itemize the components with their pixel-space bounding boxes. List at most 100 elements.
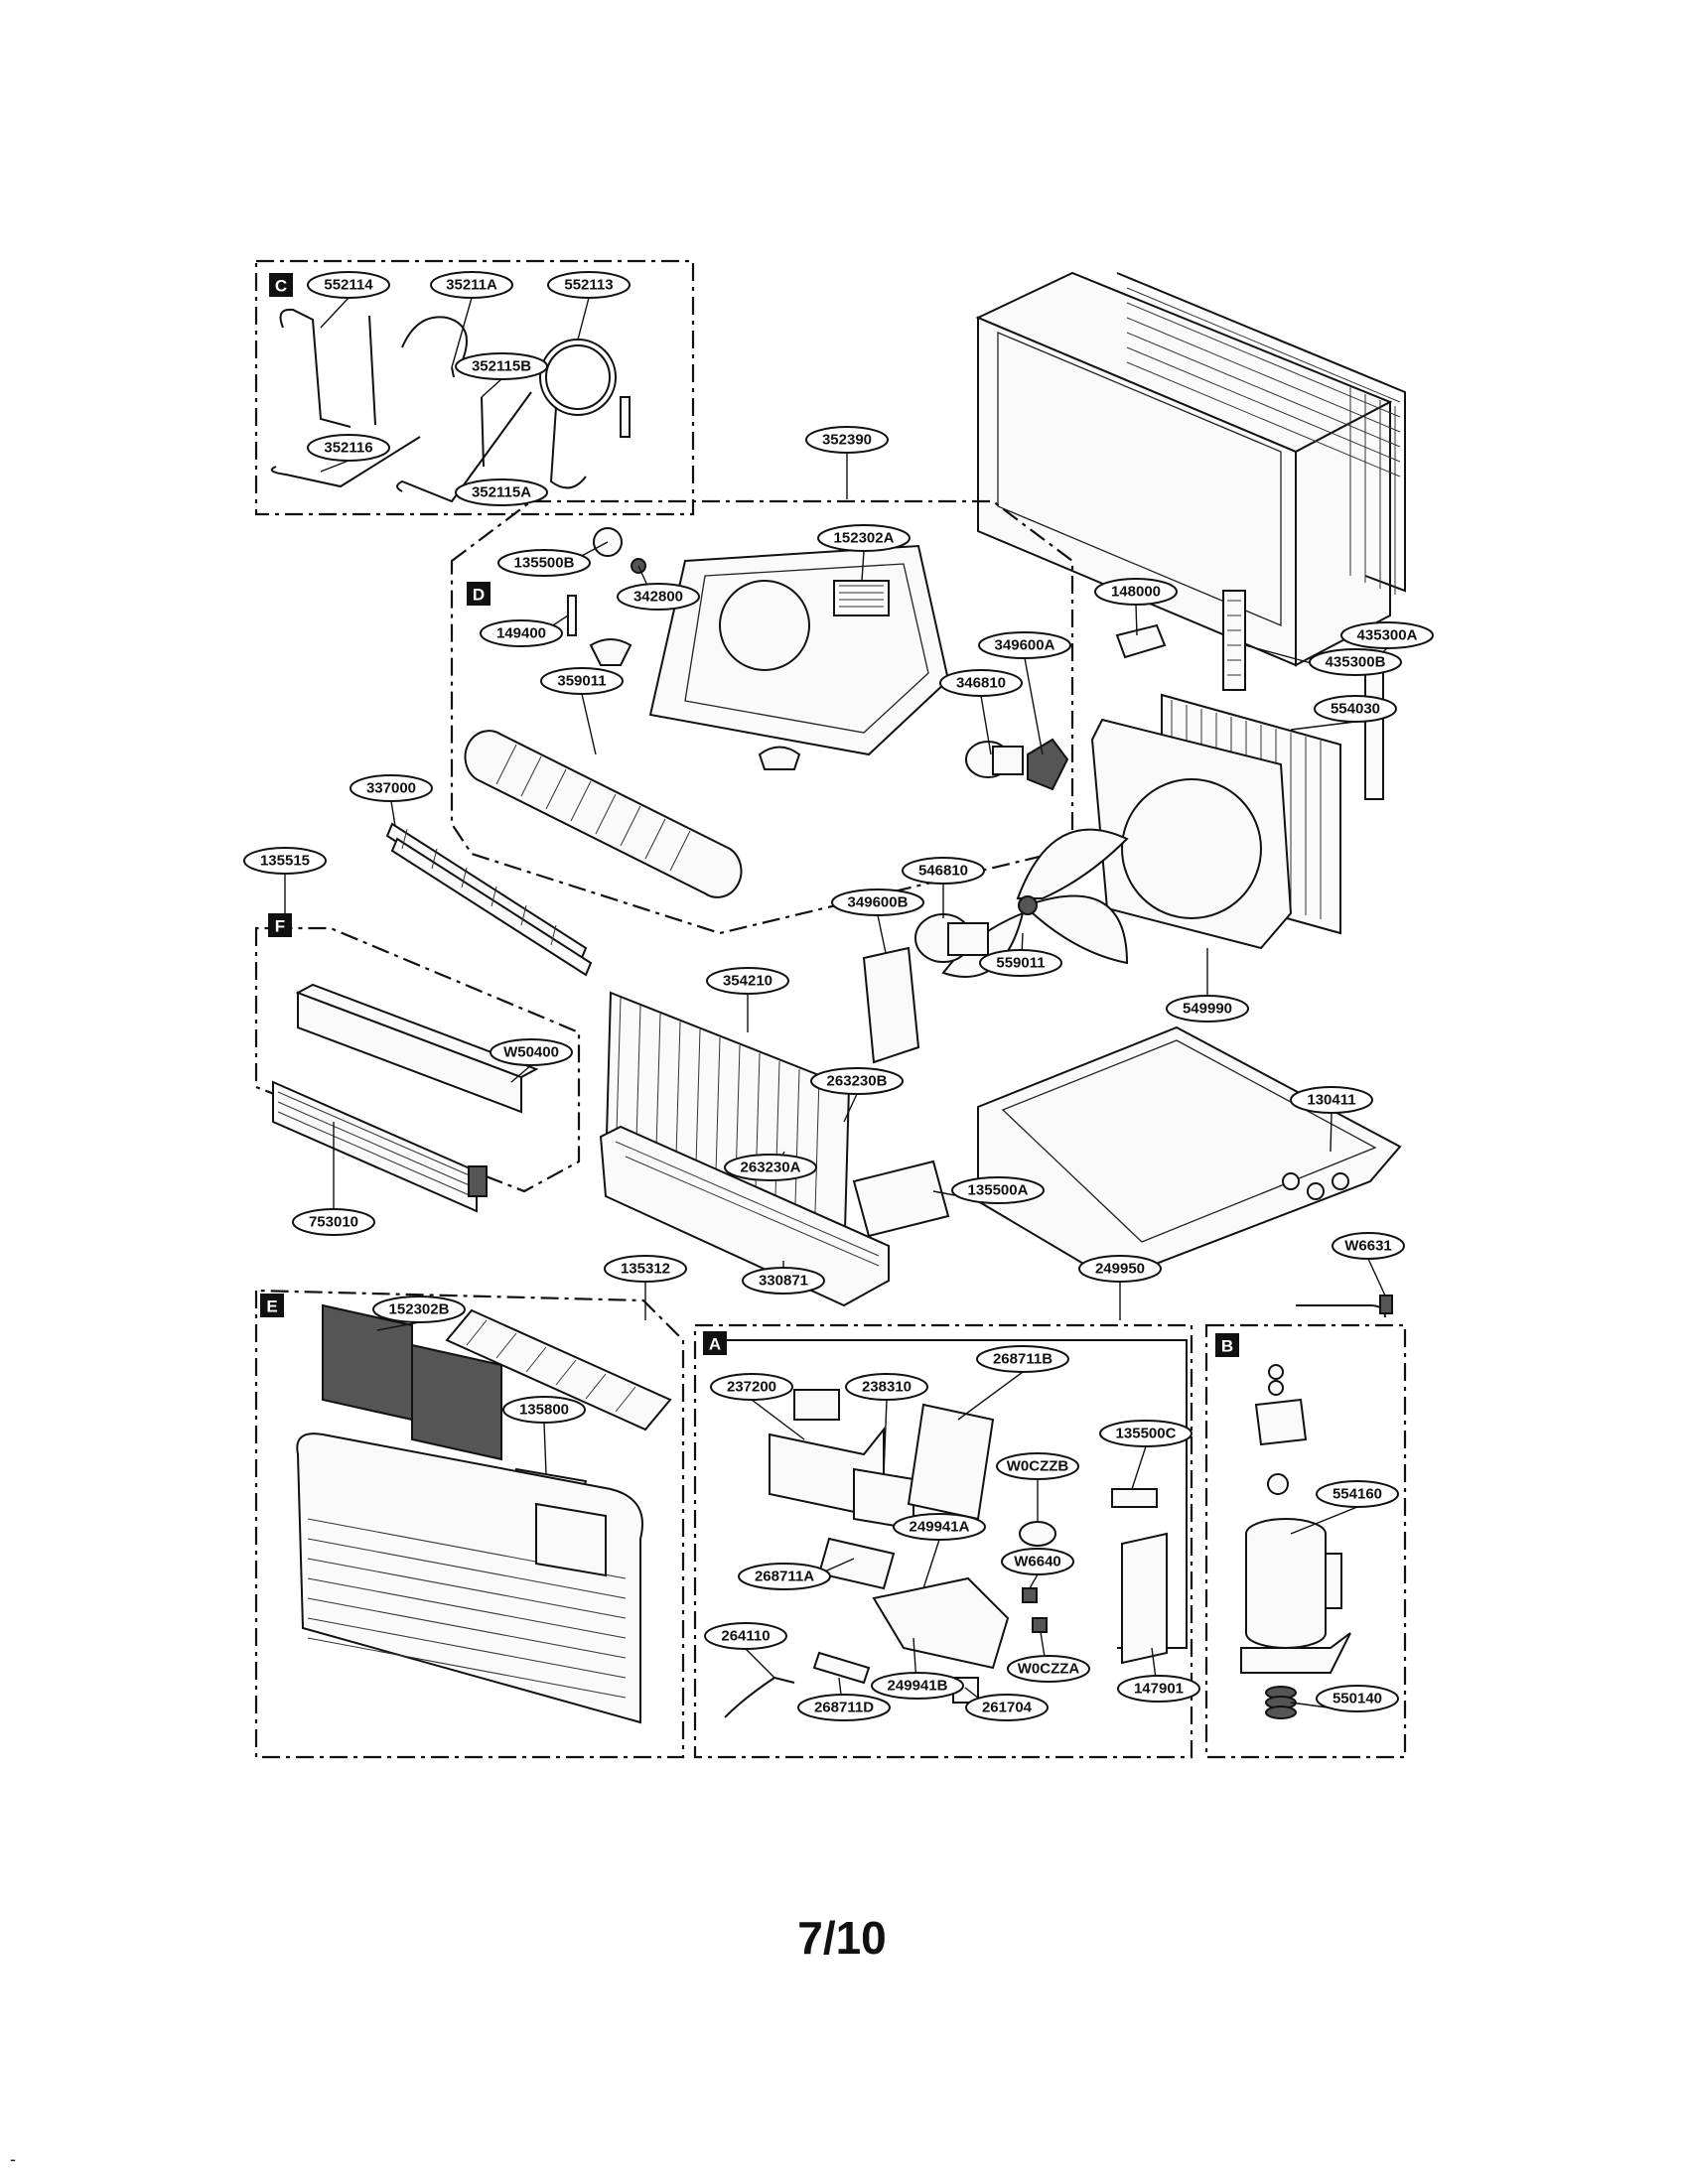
callout-oval bbox=[502, 1396, 586, 1424]
part-callout[interactable]: W0CZZB bbox=[996, 1452, 1079, 1480]
part-callout[interactable]: 554160 bbox=[1316, 1480, 1399, 1508]
part-callout[interactable]: 249941A bbox=[893, 1513, 986, 1541]
part-callout[interactable]: 352116 bbox=[307, 434, 390, 462]
part-callout[interactable]: W6631 bbox=[1332, 1232, 1405, 1260]
callout-oval bbox=[1316, 1685, 1399, 1712]
part-callout[interactable]: 753010 bbox=[292, 1208, 375, 1236]
part-callout[interactable]: 550140 bbox=[1316, 1685, 1399, 1712]
part-number-label: 330871 bbox=[759, 1273, 808, 1290]
part-callout[interactable]: 263230A bbox=[724, 1154, 817, 1181]
part-callout[interactable]: 135500C bbox=[1099, 1420, 1193, 1447]
part-callout[interactable]: 261704 bbox=[965, 1694, 1049, 1721]
part-callout[interactable]: 148000 bbox=[1094, 578, 1178, 606]
part-number-label: 152302B bbox=[389, 1301, 450, 1318]
holder-bottom bbox=[758, 746, 801, 770]
part-callout[interactable]: 552113 bbox=[547, 271, 631, 299]
leader-line bbox=[1024, 657, 1044, 755]
part-number-label: 546810 bbox=[918, 863, 968, 880]
callout-oval bbox=[1094, 578, 1178, 606]
part-callout[interactable]: 342800 bbox=[617, 583, 700, 611]
corner-mark: - bbox=[10, 2149, 16, 2169]
part-number-label: 135800 bbox=[519, 1402, 569, 1419]
part-callout[interactable]: 268711D bbox=[797, 1694, 891, 1721]
part-callout[interactable]: 130411 bbox=[1290, 1086, 1373, 1114]
section-marker-letter: D bbox=[473, 586, 485, 605]
part-number-label: 354210 bbox=[723, 973, 772, 990]
part-callout[interactable]: 35211A bbox=[430, 271, 513, 299]
part-callout[interactable]: 549990 bbox=[1166, 995, 1249, 1023]
section-marker-letter: B bbox=[1221, 1337, 1233, 1356]
part-number-label: 268711D bbox=[814, 1700, 874, 1716]
part-callout[interactable]: 354210 bbox=[706, 967, 789, 995]
part-callout[interactable]: 349600B bbox=[831, 888, 924, 916]
part-number-label: 352115A bbox=[472, 484, 531, 501]
part-number-label: 130411 bbox=[1307, 1092, 1355, 1109]
part-number-label: 237200 bbox=[727, 1379, 776, 1396]
leader-line bbox=[1290, 721, 1356, 731]
bracket-249941a bbox=[872, 1576, 1010, 1670]
part-callout[interactable]: 330871 bbox=[742, 1267, 825, 1295]
part-number-label: 550140 bbox=[1333, 1691, 1382, 1707]
filter-152302b bbox=[322, 1303, 502, 1461]
section-marker-box bbox=[260, 1294, 284, 1317]
part-callout[interactable]: 249941B bbox=[871, 1672, 964, 1700]
part-callout[interactable]: 152302B bbox=[372, 1296, 466, 1323]
callout-oval bbox=[810, 1067, 904, 1095]
part-callout[interactable]: 359011 bbox=[540, 667, 624, 695]
relay-w6640 bbox=[1022, 1587, 1038, 1603]
section-marker: F bbox=[268, 913, 292, 937]
part-callout[interactable]: 263230B bbox=[810, 1067, 904, 1095]
part-callout[interactable]: 346810 bbox=[939, 669, 1023, 697]
part-callout[interactable]: 546810 bbox=[902, 857, 985, 885]
part-callout[interactable]: 147901 bbox=[1117, 1675, 1200, 1703]
part-callout[interactable]: 237200 bbox=[710, 1373, 793, 1401]
section-f-group bbox=[254, 926, 581, 1213]
tube-552114b bbox=[368, 315, 376, 426]
section-e-group bbox=[254, 1289, 685, 1759]
part-callout[interactable]: W50400 bbox=[490, 1038, 573, 1066]
part-callout[interactable]: W6640 bbox=[1001, 1548, 1074, 1575]
part-callout[interactable]: 264110 bbox=[704, 1622, 787, 1650]
callout-oval bbox=[704, 1622, 787, 1650]
page-number: 7/10 bbox=[797, 1912, 887, 1964]
part-callout[interactable]: 552114 bbox=[307, 271, 390, 299]
part-callout[interactable]: 149400 bbox=[480, 619, 563, 647]
part-callout[interactable]: 352115B bbox=[455, 352, 548, 380]
part-callout[interactable]: 135800 bbox=[502, 1396, 586, 1424]
section-f-border bbox=[254, 926, 581, 1193]
capacitor-w0czzb bbox=[1019, 1521, 1056, 1547]
leader-line bbox=[861, 550, 865, 582]
callout-oval bbox=[724, 1154, 817, 1181]
part-callout[interactable]: 559011 bbox=[979, 949, 1062, 977]
part-callout[interactable]: 352115A bbox=[455, 478, 548, 506]
part-callout[interactable]: 135500A bbox=[951, 1176, 1045, 1204]
part-callout[interactable]: 337000 bbox=[350, 774, 433, 802]
strainer-552113 bbox=[620, 396, 631, 438]
callout-oval bbox=[490, 1038, 573, 1066]
callout-oval bbox=[604, 1255, 687, 1283]
part-callout[interactable]: W0CZZA bbox=[1007, 1655, 1090, 1683]
part-callout[interactable]: 349600A bbox=[978, 631, 1071, 659]
part-callout[interactable]: 435300B bbox=[1309, 648, 1402, 676]
part-callout[interactable]: 435300A bbox=[1340, 621, 1434, 649]
part-callout[interactable]: 152302A bbox=[817, 524, 911, 552]
part-callout[interactable]: 268711B bbox=[976, 1345, 1069, 1373]
callout-oval bbox=[805, 426, 889, 454]
part-callout[interactable]: 135500B bbox=[497, 549, 591, 577]
part-callout[interactable]: 238310 bbox=[845, 1373, 928, 1401]
pcb-268711a bbox=[817, 1537, 896, 1590]
part-callout[interactable]: 352390 bbox=[805, 426, 889, 454]
section-marker-letter: E bbox=[266, 1297, 277, 1316]
pcb-268711b bbox=[907, 1403, 995, 1521]
callout-oval bbox=[540, 667, 624, 695]
part-callout[interactable]: 135312 bbox=[604, 1255, 687, 1283]
pcb-268711d bbox=[812, 1651, 871, 1685]
section-marker: E bbox=[260, 1294, 284, 1317]
part-number-label: W6640 bbox=[1014, 1554, 1061, 1570]
part-callout[interactable]: 135515 bbox=[243, 847, 327, 875]
part-callout[interactable]: 249950 bbox=[1078, 1255, 1162, 1283]
part-callout[interactable]: 554030 bbox=[1314, 695, 1397, 723]
part-callout[interactable]: 268711A bbox=[738, 1563, 831, 1590]
part-number-label: 249941A bbox=[910, 1519, 970, 1536]
